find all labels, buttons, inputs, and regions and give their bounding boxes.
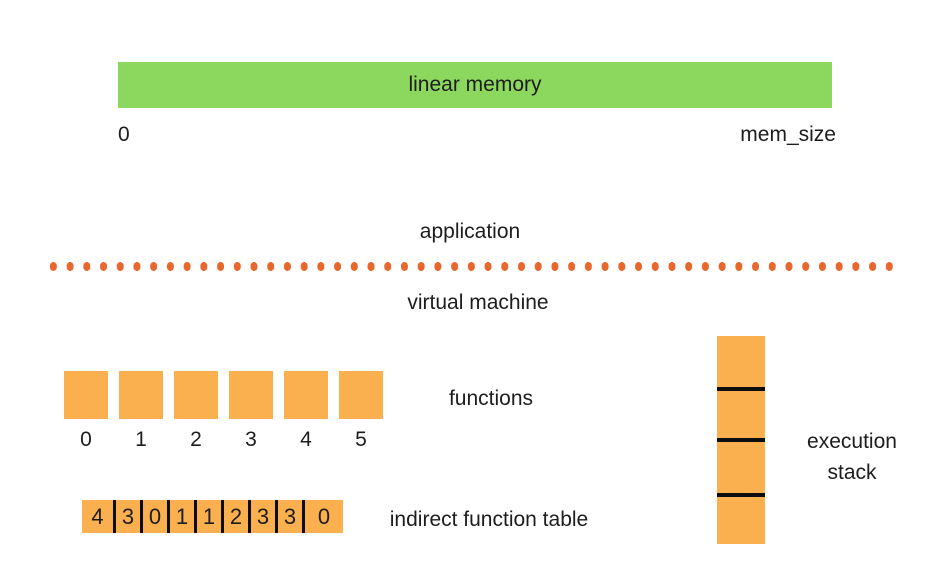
function-index-label: 0 bbox=[80, 428, 92, 451]
memory-size-label: mem_size bbox=[740, 123, 836, 146]
application-vm-boundary-dotted-line bbox=[45, 262, 898, 271]
linear-memory-label: linear memory bbox=[408, 73, 542, 96]
indirect-function-table-label: indirect function table bbox=[389, 508, 589, 531]
functions-label: functions bbox=[448, 387, 534, 410]
indirect-table-cell: 2 bbox=[224, 500, 251, 533]
application-label: application bbox=[419, 220, 521, 243]
function-index-label: 3 bbox=[245, 428, 257, 451]
indirect-table-cell: 3 bbox=[278, 500, 305, 533]
execution-stack-divider bbox=[717, 438, 765, 442]
memory-range-labels: 0 mem_size bbox=[118, 123, 836, 147]
execution-stack-cell bbox=[717, 336, 765, 387]
indirect-table-cell: 3 bbox=[251, 500, 278, 533]
function-index-label: 1 bbox=[135, 428, 147, 451]
function-square bbox=[284, 371, 328, 419]
function-index-label: 2 bbox=[190, 428, 202, 451]
indirect-table-cell: 3 bbox=[116, 500, 143, 533]
execution-stack-divider bbox=[717, 493, 765, 497]
execution-stack-cell bbox=[717, 497, 765, 544]
indirect-table-cell: 0 bbox=[305, 500, 343, 533]
linear-memory-bar: linear memory bbox=[118, 62, 832, 108]
function-square bbox=[119, 371, 163, 419]
execution-stack-cell bbox=[717, 391, 765, 438]
indirect-table-cell: 0 bbox=[143, 500, 170, 533]
indirect-table-cell: 1 bbox=[170, 500, 197, 533]
memory-start-label: 0 bbox=[118, 123, 130, 146]
indirect-table-cell: 1 bbox=[197, 500, 224, 533]
function-square bbox=[339, 371, 383, 419]
execution-stack-label-line1: execution bbox=[807, 430, 897, 453]
function-index-label: 4 bbox=[300, 428, 312, 451]
indirect-table-cell: 4 bbox=[82, 500, 116, 533]
execution-stack bbox=[717, 336, 765, 544]
function-square bbox=[64, 371, 108, 419]
function-squares-row bbox=[64, 371, 383, 419]
function-square bbox=[174, 371, 218, 419]
execution-stack-cell bbox=[717, 442, 765, 493]
execution-stack-divider bbox=[717, 387, 765, 391]
execution-stack-label-line2: stack bbox=[827, 461, 877, 484]
execution-stack-label: execution stack bbox=[807, 426, 897, 488]
function-square bbox=[229, 371, 273, 419]
function-indices-row: 0 1 2 3 4 5 bbox=[64, 428, 383, 452]
function-index-label: 5 bbox=[355, 428, 367, 451]
virtual-machine-label: virtual machine bbox=[407, 291, 549, 314]
